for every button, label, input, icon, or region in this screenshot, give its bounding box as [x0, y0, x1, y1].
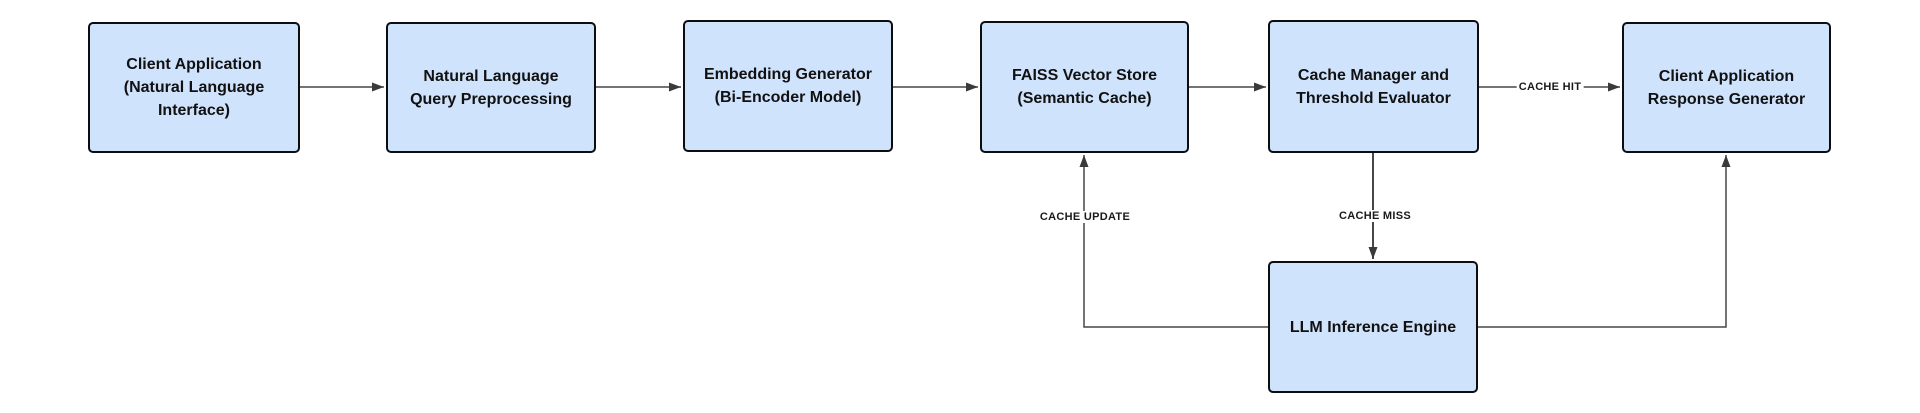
edge-label-cache-hit: CACHE HIT	[1516, 81, 1584, 93]
node-cache-manager-label: Cache Manager and Threshold Evaluator	[1296, 66, 1451, 107]
node-embedding-generator: Embedding Generator (Bi-Encoder Model)	[683, 20, 893, 152]
node-client-application-label: Client Application (Natural Language Int…	[123, 56, 265, 119]
edge-label-cache-update: CACHE UPDATE	[1037, 211, 1133, 223]
node-nl-query-preprocessing-label: Natural Language Query Preprocessing	[410, 67, 572, 108]
edge-llm-to-response-generator	[1478, 155, 1731, 328]
node-response-generator-label: Client Application Response Generator	[1647, 67, 1806, 108]
node-faiss-vector-store: FAISS Vector Store (Semantic Cache)	[980, 21, 1189, 153]
node-cache-manager: Cache Manager and Threshold Evaluator	[1268, 20, 1479, 153]
node-faiss-vector-store-label: FAISS Vector Store (Semantic Cache)	[1012, 67, 1157, 107]
edge-label-cache-miss: CACHE MISS	[1336, 210, 1414, 222]
node-embedding-generator-label: Embedding Generator (Bi-Encoder Model)	[703, 66, 873, 106]
node-llm-inference-engine-label: LLM Inference Engine	[1289, 318, 1457, 336]
node-response-generator: Client Application Response Generator	[1622, 22, 1831, 153]
node-nl-query-preprocessing: Natural Language Query Preprocessing	[386, 22, 596, 153]
node-client-application: Client Application (Natural Language Int…	[88, 22, 300, 153]
node-llm-inference-engine: LLM Inference Engine	[1268, 261, 1478, 393]
edge-cache-update	[1079, 155, 1268, 328]
